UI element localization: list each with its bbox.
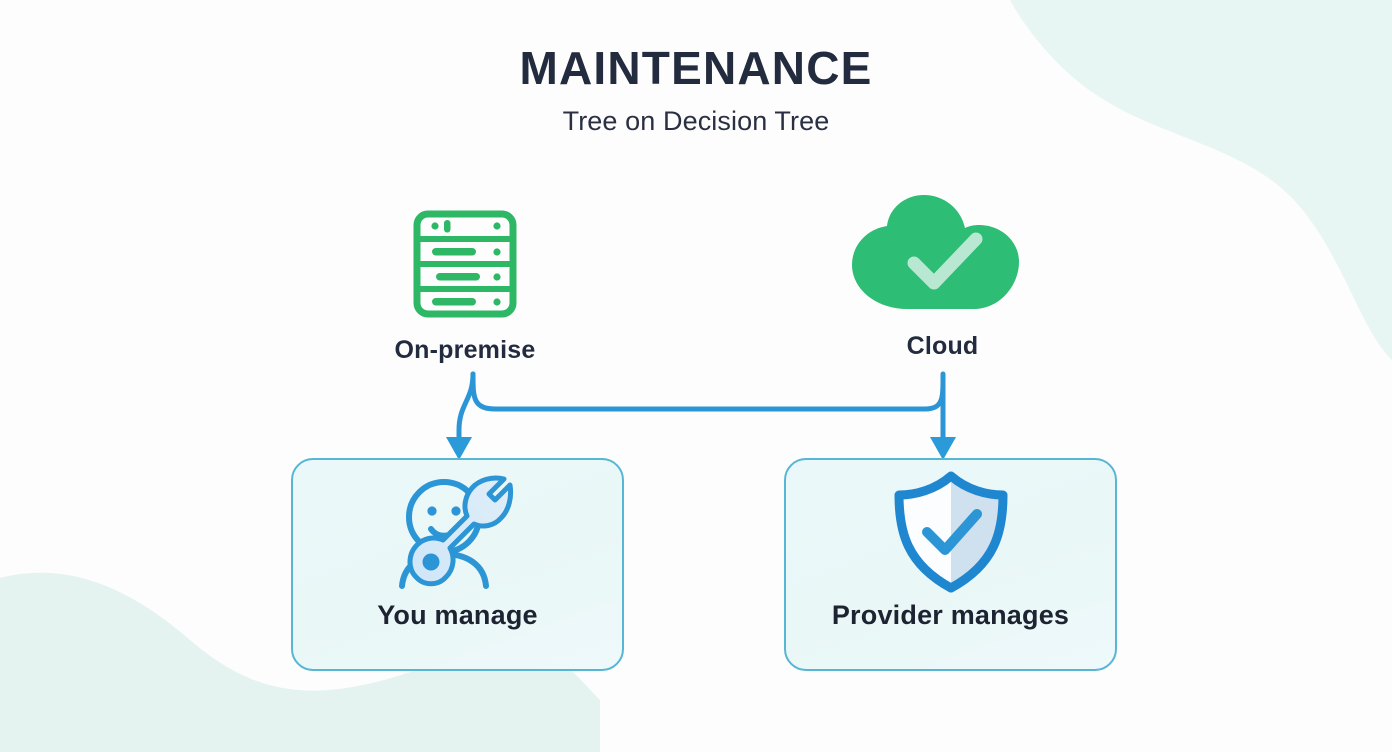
diagram-header: MAINTENANCE Tree on Decision Tree	[0, 44, 1392, 137]
node-on-premise[interactable]: On-premise	[345, 200, 585, 365]
person-wrench-icon-wrap	[382, 468, 534, 596]
card-you-manage[interactable]: You manage	[291, 458, 624, 671]
server-rack-icon-wrap	[345, 200, 585, 320]
node-cloud[interactable]: Cloud	[830, 195, 1055, 361]
node-label-cloud: Cloud	[906, 332, 979, 360]
card-label-provider-manages: Provider manages	[831, 600, 1070, 630]
person-wrench-icon	[398, 475, 513, 589]
page-title: MAINTENANCE	[519, 42, 873, 94]
page-subtitle: Tree on Decision Tree	[562, 106, 830, 137]
shield-check-icon-wrap	[891, 468, 1011, 596]
edge-onpremise-to-provider	[470, 371, 946, 412]
arrowhead-provider-manages	[930, 437, 956, 460]
card-provider-manages[interactable]: Provider manages	[784, 458, 1117, 671]
arrowhead-you-manage	[446, 437, 472, 460]
edge-onpremise-to-you	[456, 371, 476, 446]
server-rack-icon	[413, 210, 517, 318]
cloud-check-icon-wrap	[830, 195, 1055, 316]
card-label-you-manage: You manage	[377, 600, 538, 630]
cloud-check-icon	[851, 195, 1019, 309]
node-label-on-premise: On-premise	[394, 336, 536, 364]
shield-check-icon	[894, 471, 1007, 593]
